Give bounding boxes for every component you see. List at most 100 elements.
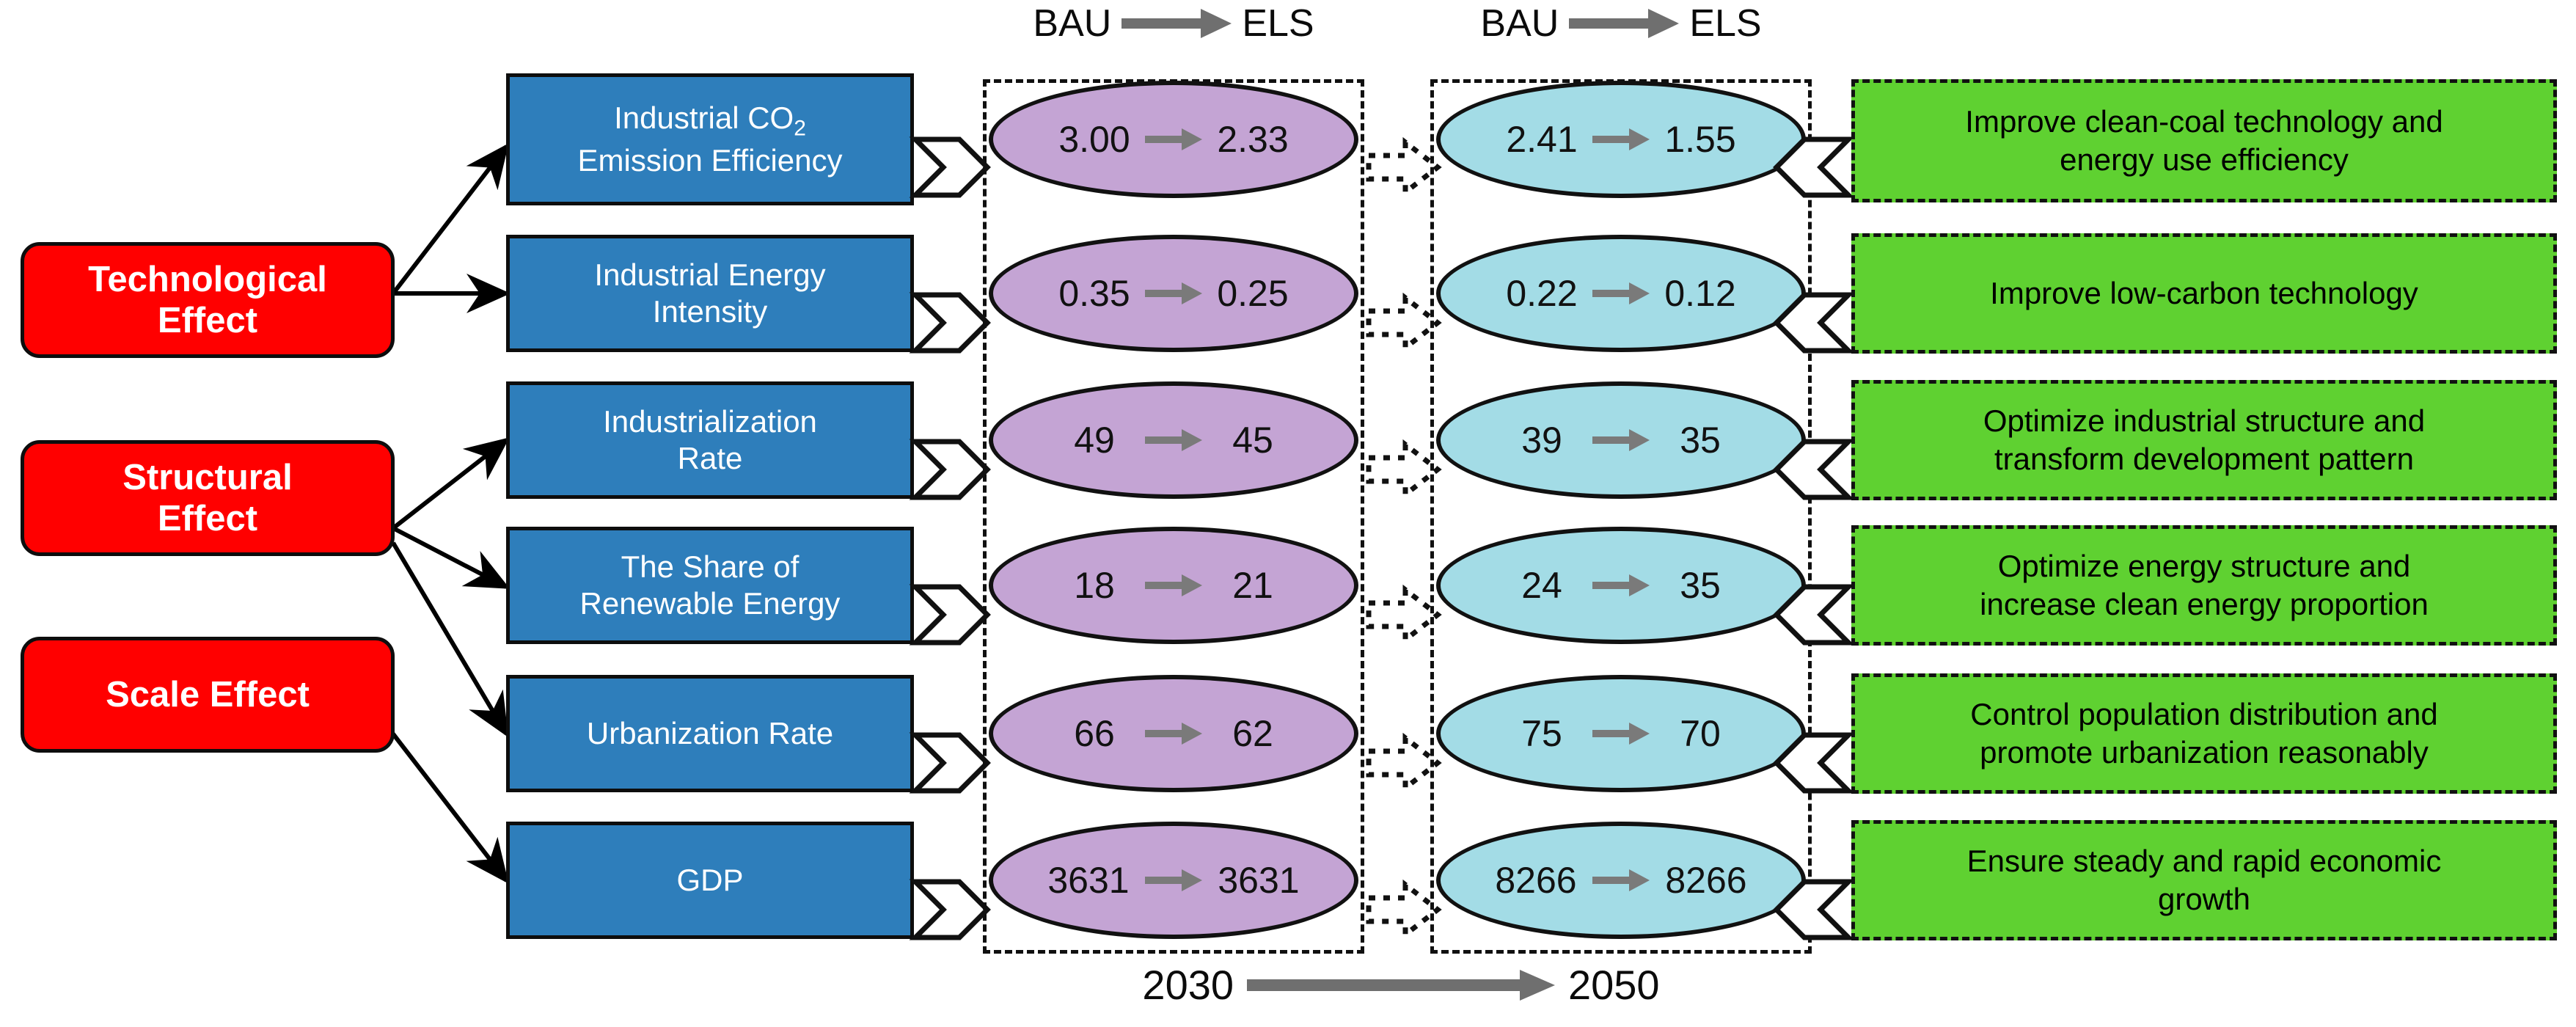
value-ellipse-2050-industrialization-rate[interactable]: 39 35 (1436, 381, 1806, 499)
chevron-right-icon (909, 879, 991, 940)
value-bau: 3.00 (1058, 119, 1130, 160)
value-els: 21 (1232, 565, 1273, 606)
indicator-label-line2: Intensity (652, 294, 768, 329)
right-arrow-icon (1592, 128, 1650, 150)
policy-label-line1: Optimize industrial structure and (1983, 403, 2426, 438)
value-bau: 8266 (1495, 860, 1577, 901)
value-els: 3631 (1218, 860, 1300, 901)
value-ellipse-2030-urbanization-rate[interactable]: 66 62 (989, 675, 1358, 792)
value-bau: 66 (1074, 713, 1115, 754)
policy-box-industrial-structure[interactable]: Optimize industrial structure and transf… (1851, 380, 2557, 500)
right-arrow-icon (1592, 574, 1650, 596)
effect-label-technological-line1: Technological (88, 259, 327, 299)
right-arrow-icon (1569, 9, 1680, 38)
chevron-right-icon (909, 732, 991, 794)
effect-box-scale[interactable]: Scale Effect (21, 637, 395, 753)
right-arrow-icon (1592, 869, 1650, 891)
chevron-left-icon (1773, 584, 1855, 646)
indicator-box-industrialization-rate[interactable]: Industrialization Rate (506, 381, 914, 499)
dotted-arrow-right-icon (1366, 136, 1442, 198)
dotted-arrow-right-icon (1366, 439, 1442, 500)
indicator-box-energy-intensity[interactable]: Industrial Energy Intensity (506, 235, 914, 352)
right-arrow-icon (1592, 723, 1650, 745)
policy-box-clean-coal[interactable]: Improve clean-coal technology and energy… (1851, 79, 2557, 202)
policy-box-population-distribution[interactable]: Control population distribution and prom… (1851, 673, 2557, 794)
chevron-left-icon (1773, 732, 1855, 794)
value-bau: 3631 (1047, 860, 1130, 901)
indicator-box-co2-efficiency[interactable]: Industrial CO2 Emission Efficiency (506, 73, 914, 205)
indicator-label-line2: Emission Efficiency (577, 142, 843, 178)
dotted-arrow-right-icon (1366, 292, 1442, 354)
policy-label-line1: Ensure steady and rapid economic (1966, 843, 2442, 878)
value-ellipse-2050-energy-intensity[interactable]: 0.22 0.12 (1436, 235, 1806, 352)
indicator-box-renewable-share[interactable]: The Share of Renewable Energy (506, 527, 914, 644)
value-bau: 0.35 (1058, 273, 1130, 314)
value-ellipse-2050-gdp[interactable]: 8266 8266 (1436, 822, 1806, 939)
effect-label-scale-line1: Scale Effect (106, 674, 310, 714)
policy-label-line2: increase clean energy proportion (1980, 587, 2429, 621)
value-ellipse-2050-co2-efficiency[interactable]: 2.41 1.55 (1436, 81, 1806, 198)
header-bau-label: BAU (1033, 2, 1112, 45)
footer-year-from: 2030 (1142, 962, 1234, 1008)
value-bau: 24 (1521, 565, 1562, 606)
indicator-label-line1: GDP (676, 862, 744, 897)
value-bau: 39 (1521, 420, 1562, 461)
value-els: 62 (1232, 713, 1273, 754)
indicator-label-line1: Industrial CO2 (614, 100, 806, 141)
right-arrow-icon (1592, 282, 1650, 304)
value-ellipse-2030-renewable-share[interactable]: 18 21 (989, 527, 1358, 644)
indicator-label-line2: Renewable Energy (579, 586, 841, 621)
policy-box-low-carbon[interactable]: Improve low-carbon technology (1851, 233, 2557, 354)
policy-label-line1: Improve clean-coal technology and (1965, 103, 2443, 139)
right-arrow-icon (1145, 282, 1202, 304)
indicator-to-2030-chevrons (909, 136, 991, 940)
value-ellipse-2030-industrialization-rate[interactable]: 49 45 (989, 381, 1358, 499)
indicator-label-line1: Industrialization (603, 403, 817, 439)
value-els: 2.33 (1217, 119, 1289, 160)
effect-box-structural[interactable]: Structural Effect (21, 440, 395, 556)
right-arrow-icon (1121, 9, 1232, 38)
value-bau: 49 (1074, 420, 1115, 461)
value-els: 35 (1680, 565, 1721, 606)
value-bau: 75 (1521, 713, 1562, 754)
policy-label-line1: Control population distribution and (1970, 696, 2438, 731)
right-arrow-icon (1145, 723, 1202, 745)
indicator-label-line1: The Share of (621, 549, 799, 584)
policy-box-economic-growth[interactable]: Ensure steady and rapid economic growth (1851, 820, 2557, 940)
value-els: 45 (1232, 420, 1273, 461)
value-ellipse-2050-urbanization-rate[interactable]: 75 70 (1436, 675, 1806, 792)
policy-label-line2: promote urbanization reasonably (1980, 735, 2429, 770)
policy-label-line2: transform development pattern (1994, 442, 2414, 476)
value-els: 1.55 (1664, 119, 1736, 160)
value-els: 0.12 (1664, 273, 1736, 314)
value-els: 70 (1680, 713, 1721, 754)
header-els-label: ELS (1242, 2, 1314, 45)
header-2050-scenario: BAU ELS (1430, 1, 1812, 45)
policy-label-line1: Optimize energy structure and (1997, 548, 2411, 583)
dotted-arrow-right-icon (1366, 879, 1442, 940)
policy-label-line1: Improve low-carbon technology (1990, 275, 2418, 310)
value-ellipse-2030-gdp[interactable]: 3631 3631 (989, 822, 1358, 939)
indicator-label-line2: Rate (677, 441, 743, 475)
right-arrow-icon (1145, 574, 1202, 596)
dotted-arrow-right-icon (1366, 732, 1442, 794)
effect-label-structural-line2: Effect (157, 499, 258, 538)
value-ellipse-2050-renewable-share[interactable]: 24 35 (1436, 527, 1806, 644)
value-ellipse-2030-co2-efficiency[interactable]: 3.00 2.33 (989, 81, 1358, 198)
right-arrow-icon (1247, 969, 1555, 1001)
policy-box-energy-structure[interactable]: Optimize energy structure and increase c… (1851, 525, 2557, 646)
effect-box-technological[interactable]: Technological Effect (21, 242, 395, 358)
value-els: 0.25 (1217, 273, 1289, 314)
chevron-right-icon (909, 439, 991, 500)
chevron-right-icon (909, 136, 991, 198)
header-2030-scenario: BAU ELS (983, 1, 1364, 45)
chevron-left-icon (1773, 879, 1855, 940)
indicator-box-urbanization-rate[interactable]: Urbanization Rate (506, 675, 914, 792)
policy-label-line2: growth (2157, 882, 2251, 916)
right-arrow-icon (1145, 128, 1202, 150)
value-ellipse-2030-energy-intensity[interactable]: 0.35 0.25 (989, 235, 1358, 352)
indicator-box-gdp[interactable]: GDP (506, 822, 914, 939)
right-arrow-icon (1592, 429, 1650, 451)
value-bau: 0.22 (1506, 273, 1578, 314)
